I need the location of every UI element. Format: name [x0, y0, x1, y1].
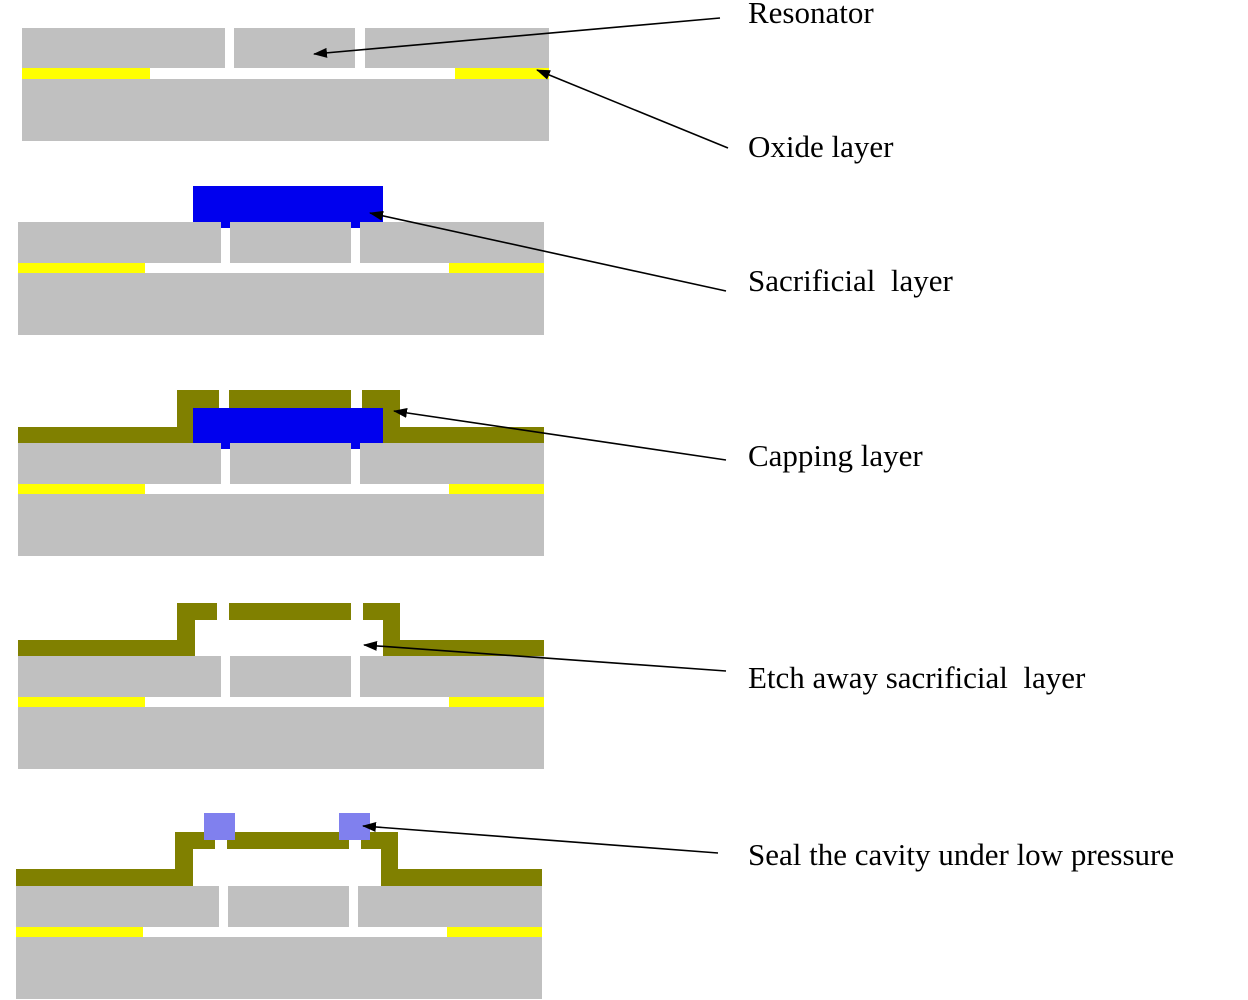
capping-layer-left — [16, 832, 215, 886]
device-layer-left — [18, 656, 221, 697]
oxide-layer-left — [16, 927, 143, 937]
resonator — [234, 28, 355, 68]
device-layer-left — [18, 443, 221, 484]
annotation-arrows — [313, 17, 729, 854]
arrow-oxide-layer — [536, 69, 729, 149]
oxide-layer-right — [455, 68, 549, 79]
oxide-layer-left — [18, 697, 145, 707]
sacrificial-plug-left — [221, 222, 230, 228]
label-sacrificial-layer: Sacrificial layer — [748, 263, 954, 298]
annotation-labels: Resonator Oxide layer Sacrificial layer … — [748, 0, 1174, 872]
resonator — [230, 222, 351, 263]
label-oxide-layer: Oxide layer — [748, 129, 894, 164]
substrate — [18, 494, 544, 556]
arrow-etch-sacrificial — [363, 640, 727, 672]
stage-5-wafer — [16, 813, 542, 999]
arrow-resonator — [313, 17, 721, 58]
substrate — [18, 707, 544, 769]
oxide-layer-left — [18, 263, 145, 273]
stage-2-wafer — [18, 186, 544, 335]
label-capping-layer: Capping layer — [748, 438, 923, 473]
sacrificial-plug-right — [351, 222, 360, 228]
label-etch-sacrificial-layer: Etch away sacrificial layer — [748, 660, 1086, 695]
arrow-sacrificial-layer — [369, 210, 727, 292]
capping-layer-center — [229, 390, 351, 408]
substrate — [16, 937, 542, 999]
oxide-layer-left — [18, 484, 145, 494]
resonator — [230, 656, 351, 697]
label-resonator: Resonator — [748, 0, 874, 30]
capping-layer-left — [18, 603, 217, 656]
resonator — [228, 886, 349, 927]
oxide-layer-right — [449, 263, 544, 273]
capping-layer-right — [362, 390, 544, 443]
oxide-layer-right — [449, 484, 544, 494]
device-layer-right — [360, 443, 544, 484]
arrow-capping-layer — [393, 407, 727, 461]
device-layer-left — [18, 222, 221, 263]
sacrificial-plug-left — [221, 443, 230, 449]
capping-layer-left — [18, 390, 219, 443]
sacrificial-layer — [193, 186, 383, 222]
resonator — [230, 443, 351, 484]
capping-layer-center — [227, 832, 349, 849]
seal-plug-left — [204, 813, 235, 840]
capping-layer-right — [363, 603, 544, 656]
substrate — [22, 79, 549, 141]
device-layer-left — [22, 28, 225, 68]
stage-4-wafer — [18, 603, 544, 769]
device-layer-right — [358, 886, 542, 927]
label-seal-cavity: Seal the cavity under low pressure — [748, 837, 1174, 872]
capping-layer-center — [229, 603, 351, 620]
stage-3-wafer — [18, 390, 544, 556]
oxide-layer-right — [447, 927, 542, 937]
capping-layer-right — [361, 832, 542, 886]
device-layer-right — [360, 222, 544, 263]
arrow-seal-cavity — [362, 822, 719, 854]
sacrificial-layer — [193, 408, 383, 443]
substrate — [18, 273, 544, 335]
oxide-layer-left — [22, 68, 150, 79]
oxide-layer-right — [449, 697, 544, 707]
device-layer-left — [16, 886, 219, 927]
stage-1-wafer — [22, 28, 549, 141]
device-layer-right — [360, 656, 544, 697]
sacrificial-plug-right — [351, 443, 360, 449]
device-layer-right — [365, 28, 549, 68]
